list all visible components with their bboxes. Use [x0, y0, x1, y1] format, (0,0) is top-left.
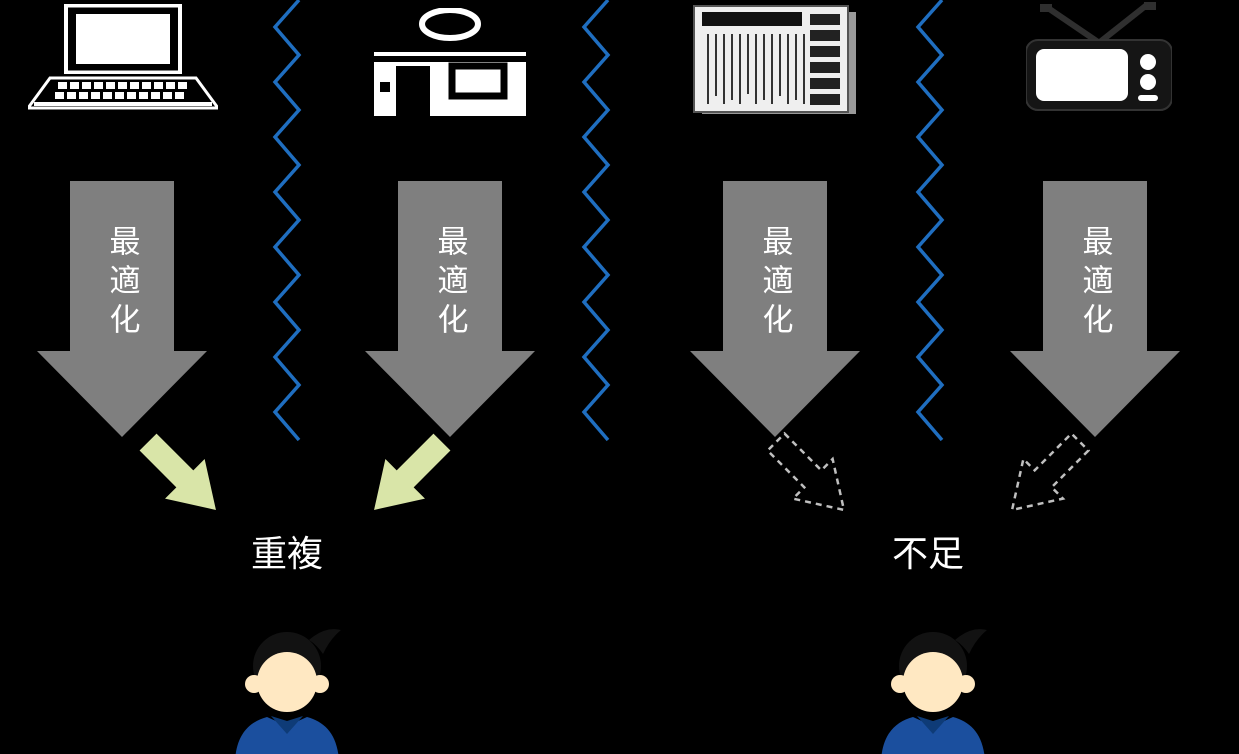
- optimize-arrow-2: 最適化: [365, 181, 535, 437]
- shortage-arrow-right-icon: [992, 422, 1099, 529]
- storefront-icon: [374, 8, 526, 116]
- person-shortage-icon: [863, 620, 1003, 754]
- zigzag-divider-3: [912, 0, 948, 442]
- optimize-label-2: 最適化: [432, 225, 468, 342]
- overlap-label: 重複: [250, 533, 323, 574]
- zigzag-divider-2: [578, 0, 614, 442]
- overlap-arrow-right-icon: [354, 422, 461, 529]
- optimize-label-4: 最適化: [1077, 225, 1113, 342]
- optimize-arrow-1: 最適化: [37, 181, 207, 437]
- shortage-label: 不足: [891, 533, 964, 574]
- optimize-arrow-3: 最適化: [690, 181, 860, 437]
- optimize-label-1: 最適化: [104, 225, 140, 342]
- optimize-label-3: 最適化: [757, 225, 793, 342]
- laptop-icon: [28, 4, 218, 116]
- overlap-arrow-left-icon: [128, 422, 235, 529]
- zigzag-divider-1: [269, 0, 305, 442]
- tv-icon: [1026, 2, 1172, 112]
- optimize-arrow-4: 最適化: [1010, 181, 1180, 437]
- newspaper-icon: [692, 4, 860, 118]
- person-overlap-icon: [217, 620, 357, 754]
- shortage-arrow-left-icon: [756, 422, 863, 529]
